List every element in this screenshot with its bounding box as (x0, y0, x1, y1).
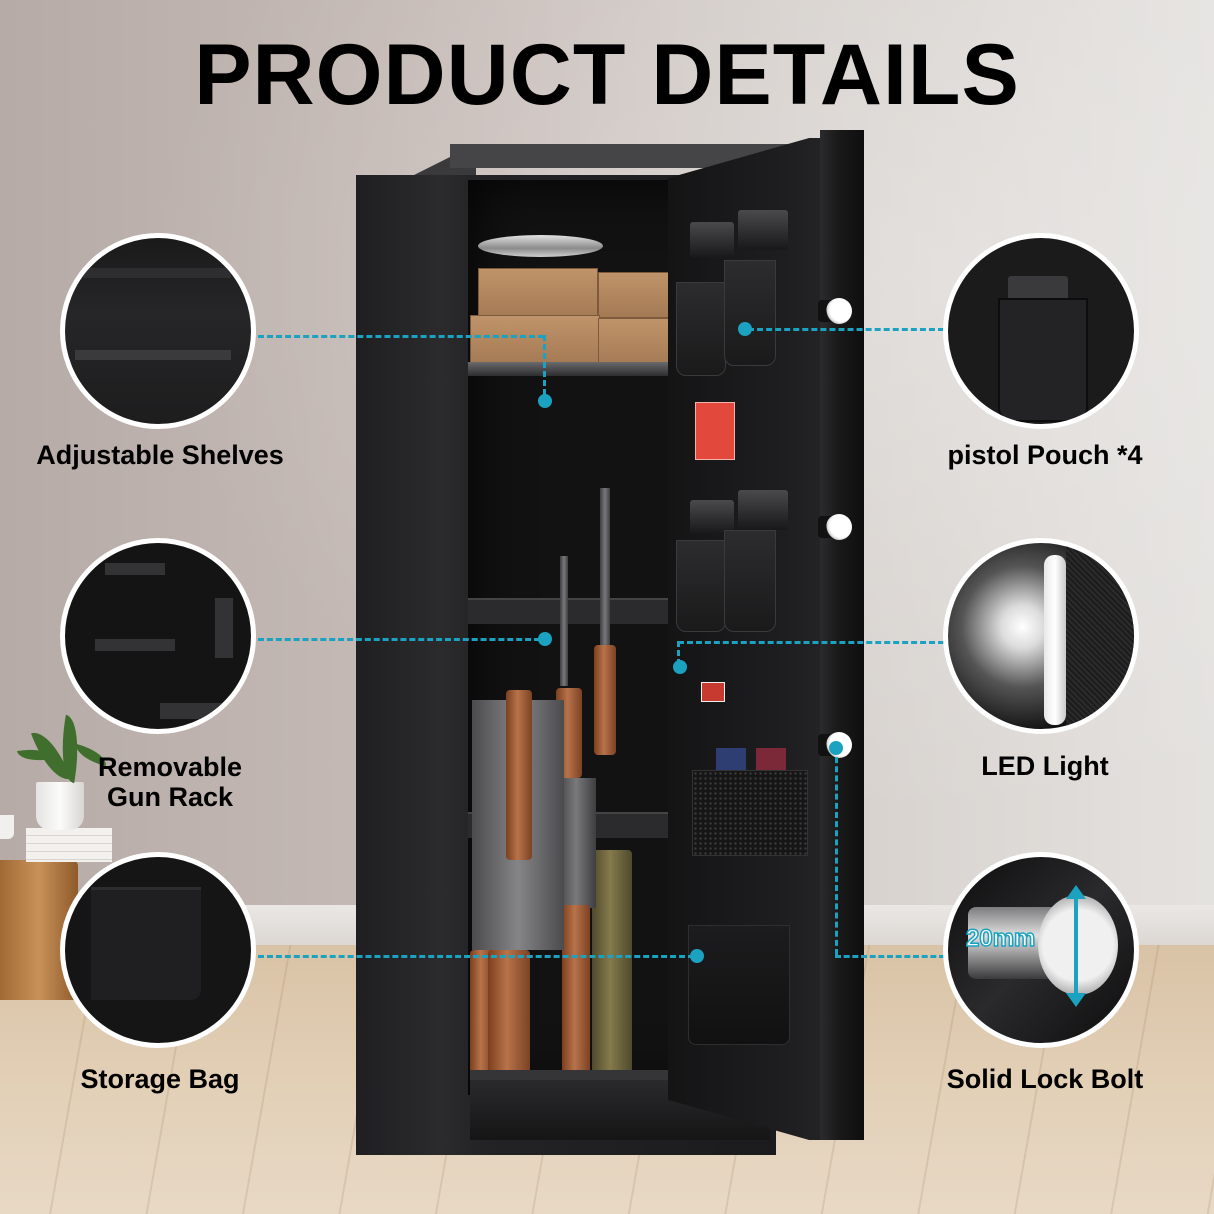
pistol-pouch (676, 282, 726, 376)
callout-label-led-light: LED Light (981, 751, 1109, 781)
gun-rack-upper (468, 598, 668, 624)
exit-sticker (701, 682, 725, 702)
led-strip-icon (1044, 555, 1066, 725)
label-line: Gun Rack (106, 782, 234, 812)
door-edge (820, 130, 864, 1140)
cup (0, 815, 14, 839)
connector-dot (538, 632, 552, 646)
callout-image-pistol-pouch (943, 233, 1139, 429)
connector-line-lock-bolt (835, 955, 945, 958)
rack-block (105, 563, 165, 575)
pistol-pouch (724, 530, 776, 632)
pistol (690, 500, 734, 534)
rifle-barrel (600, 488, 610, 648)
storage-box (598, 318, 678, 366)
warning-sticker (695, 402, 735, 460)
rifle-forestock (594, 645, 616, 755)
connector-line-storage-bag (258, 955, 694, 958)
bolt-dimension: 20mm (965, 924, 1036, 953)
rifle-stock (592, 850, 632, 1075)
connector-line-shelves (258, 335, 544, 338)
rack-block (95, 639, 175, 651)
pistol-pouch (676, 540, 726, 632)
connector-line-led (678, 641, 944, 644)
plant-pot (36, 782, 84, 830)
connector-dot (738, 322, 752, 336)
shelf-bar (75, 268, 231, 278)
connector-line-led (677, 641, 680, 665)
bag-flap (91, 887, 201, 1000)
rifle-stock (562, 905, 590, 1075)
callout-label-removable-gun-rack: Removable Gun Rack (60, 752, 280, 812)
passport (716, 748, 746, 770)
connector-dot (690, 949, 704, 963)
rifle-barrel (560, 556, 568, 686)
bolt-cap (1038, 895, 1118, 995)
book-stack (26, 828, 112, 862)
fabric-texture (1066, 543, 1134, 729)
pistol-pouch (724, 260, 776, 366)
pouch-pocket (998, 298, 1088, 422)
rifle-stock (488, 950, 530, 1085)
connector-line-gun-rack (258, 638, 540, 641)
connector-line-shelves (543, 335, 546, 395)
callout-image-adjustable-shelves (60, 233, 256, 429)
callout-image-solid-lock-bolt: 20mm (943, 852, 1139, 1048)
storage-box (470, 315, 600, 365)
adjustable-shelf (468, 362, 698, 376)
callout-label-adjustable-shelves: Adjustable Shelves (36, 440, 284, 470)
rack-block (215, 598, 233, 658)
lock-bolt (826, 514, 852, 540)
pistol (690, 222, 734, 258)
connector-dot (538, 394, 552, 408)
pistol (738, 490, 788, 530)
connector-line-lock-bolt (835, 748, 838, 955)
callout-image-storage-bag (60, 852, 256, 1048)
callout-label-pistol-pouch: pistol Pouch *4 (947, 440, 1143, 470)
stored-discs (478, 235, 603, 257)
storage-box (598, 272, 678, 318)
lock-bolt (826, 298, 852, 324)
page-title: PRODUCT DETAILS (194, 27, 1020, 123)
double-headed-arrow-icon (1066, 885, 1086, 1007)
callout-image-removable-gun-rack (60, 538, 256, 734)
connector-line-pistol-pouch (748, 328, 944, 331)
rack-block (160, 703, 230, 719)
storage-box (478, 268, 598, 318)
callout-label-storage-bag: Storage Bag (80, 1064, 240, 1094)
passport (756, 748, 786, 770)
shelf-bar (75, 350, 231, 360)
connector-dot (673, 660, 687, 674)
mesh-document-pocket (692, 770, 808, 856)
callout-image-led-light (943, 538, 1139, 734)
door-storage-bag (688, 925, 790, 1045)
label-line: Removable (97, 752, 243, 782)
rifle-forestock (506, 690, 532, 860)
callout-label-solid-lock-bolt: Solid Lock Bolt (946, 1064, 1144, 1094)
pistol (738, 210, 788, 250)
